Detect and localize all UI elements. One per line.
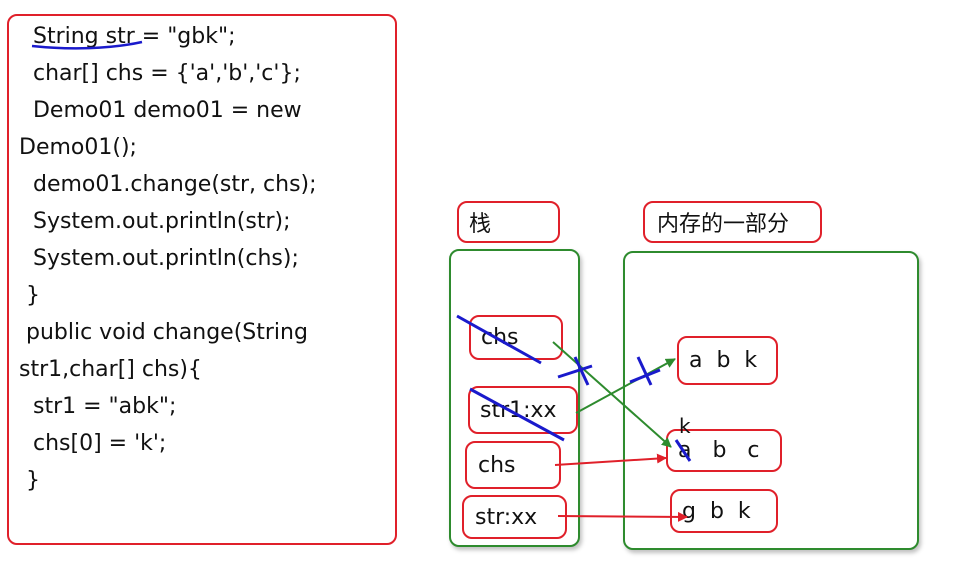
code-line: public void change(String <box>19 320 308 345</box>
heap-array-label: a b k <box>689 348 758 373</box>
code-line: str1 = "abk"; <box>19 394 177 419</box>
reference-arrow <box>554 453 667 466</box>
stack-title-box: 栈 <box>457 201 560 243</box>
code-line: demo01.change(str, chs); <box>19 172 317 197</box>
code-line: } <box>19 468 40 493</box>
reference-arrow <box>575 358 676 414</box>
stack-cell-chs-param: chs <box>469 315 563 360</box>
heap-title-box: 内存的一部分 <box>643 201 822 243</box>
heap-array-label: g b k <box>682 498 751 524</box>
code-line: System.out.println(chs); <box>19 246 299 271</box>
heap-title: 内存的一部分 <box>657 212 790 237</box>
strike-annotation <box>674 439 692 462</box>
code-line: chs[0] = 'k'; <box>19 431 167 456</box>
code-line: System.out.println(str); <box>19 209 291 234</box>
code-panel <box>7 14 397 545</box>
cross-mark-annotation <box>557 364 593 379</box>
stack-cell-str1: str1:xx <box>468 386 578 434</box>
stack-cell-label: chs <box>478 452 516 478</box>
code-line: Demo01(); <box>19 135 137 160</box>
cross-mark-annotation <box>636 356 653 386</box>
stack-cell-label: str:xx <box>475 504 538 530</box>
code-line: str1,char[] chs){ <box>19 357 202 382</box>
strike-annotation <box>456 314 542 365</box>
cross-mark-annotation <box>573 356 590 386</box>
code-line: } <box>19 283 40 308</box>
modified-char-label: k <box>679 414 691 438</box>
strike-annotation <box>469 387 565 442</box>
heap-array-abc: a b c <box>666 429 782 472</box>
reference-arrow <box>557 511 688 522</box>
code-line: char[] chs = {'a','b','c'}; <box>19 61 301 86</box>
underline-annotation <box>31 40 143 50</box>
cross-mark-annotation <box>629 368 661 384</box>
heap-array-gbk: g b k <box>670 489 778 533</box>
stack-title: 栈 <box>469 212 492 237</box>
heap-array-abk: a b k <box>677 336 778 385</box>
code-line: Demo01 demo01 = new <box>19 98 302 123</box>
stack-cell-chs: chs <box>465 441 561 489</box>
